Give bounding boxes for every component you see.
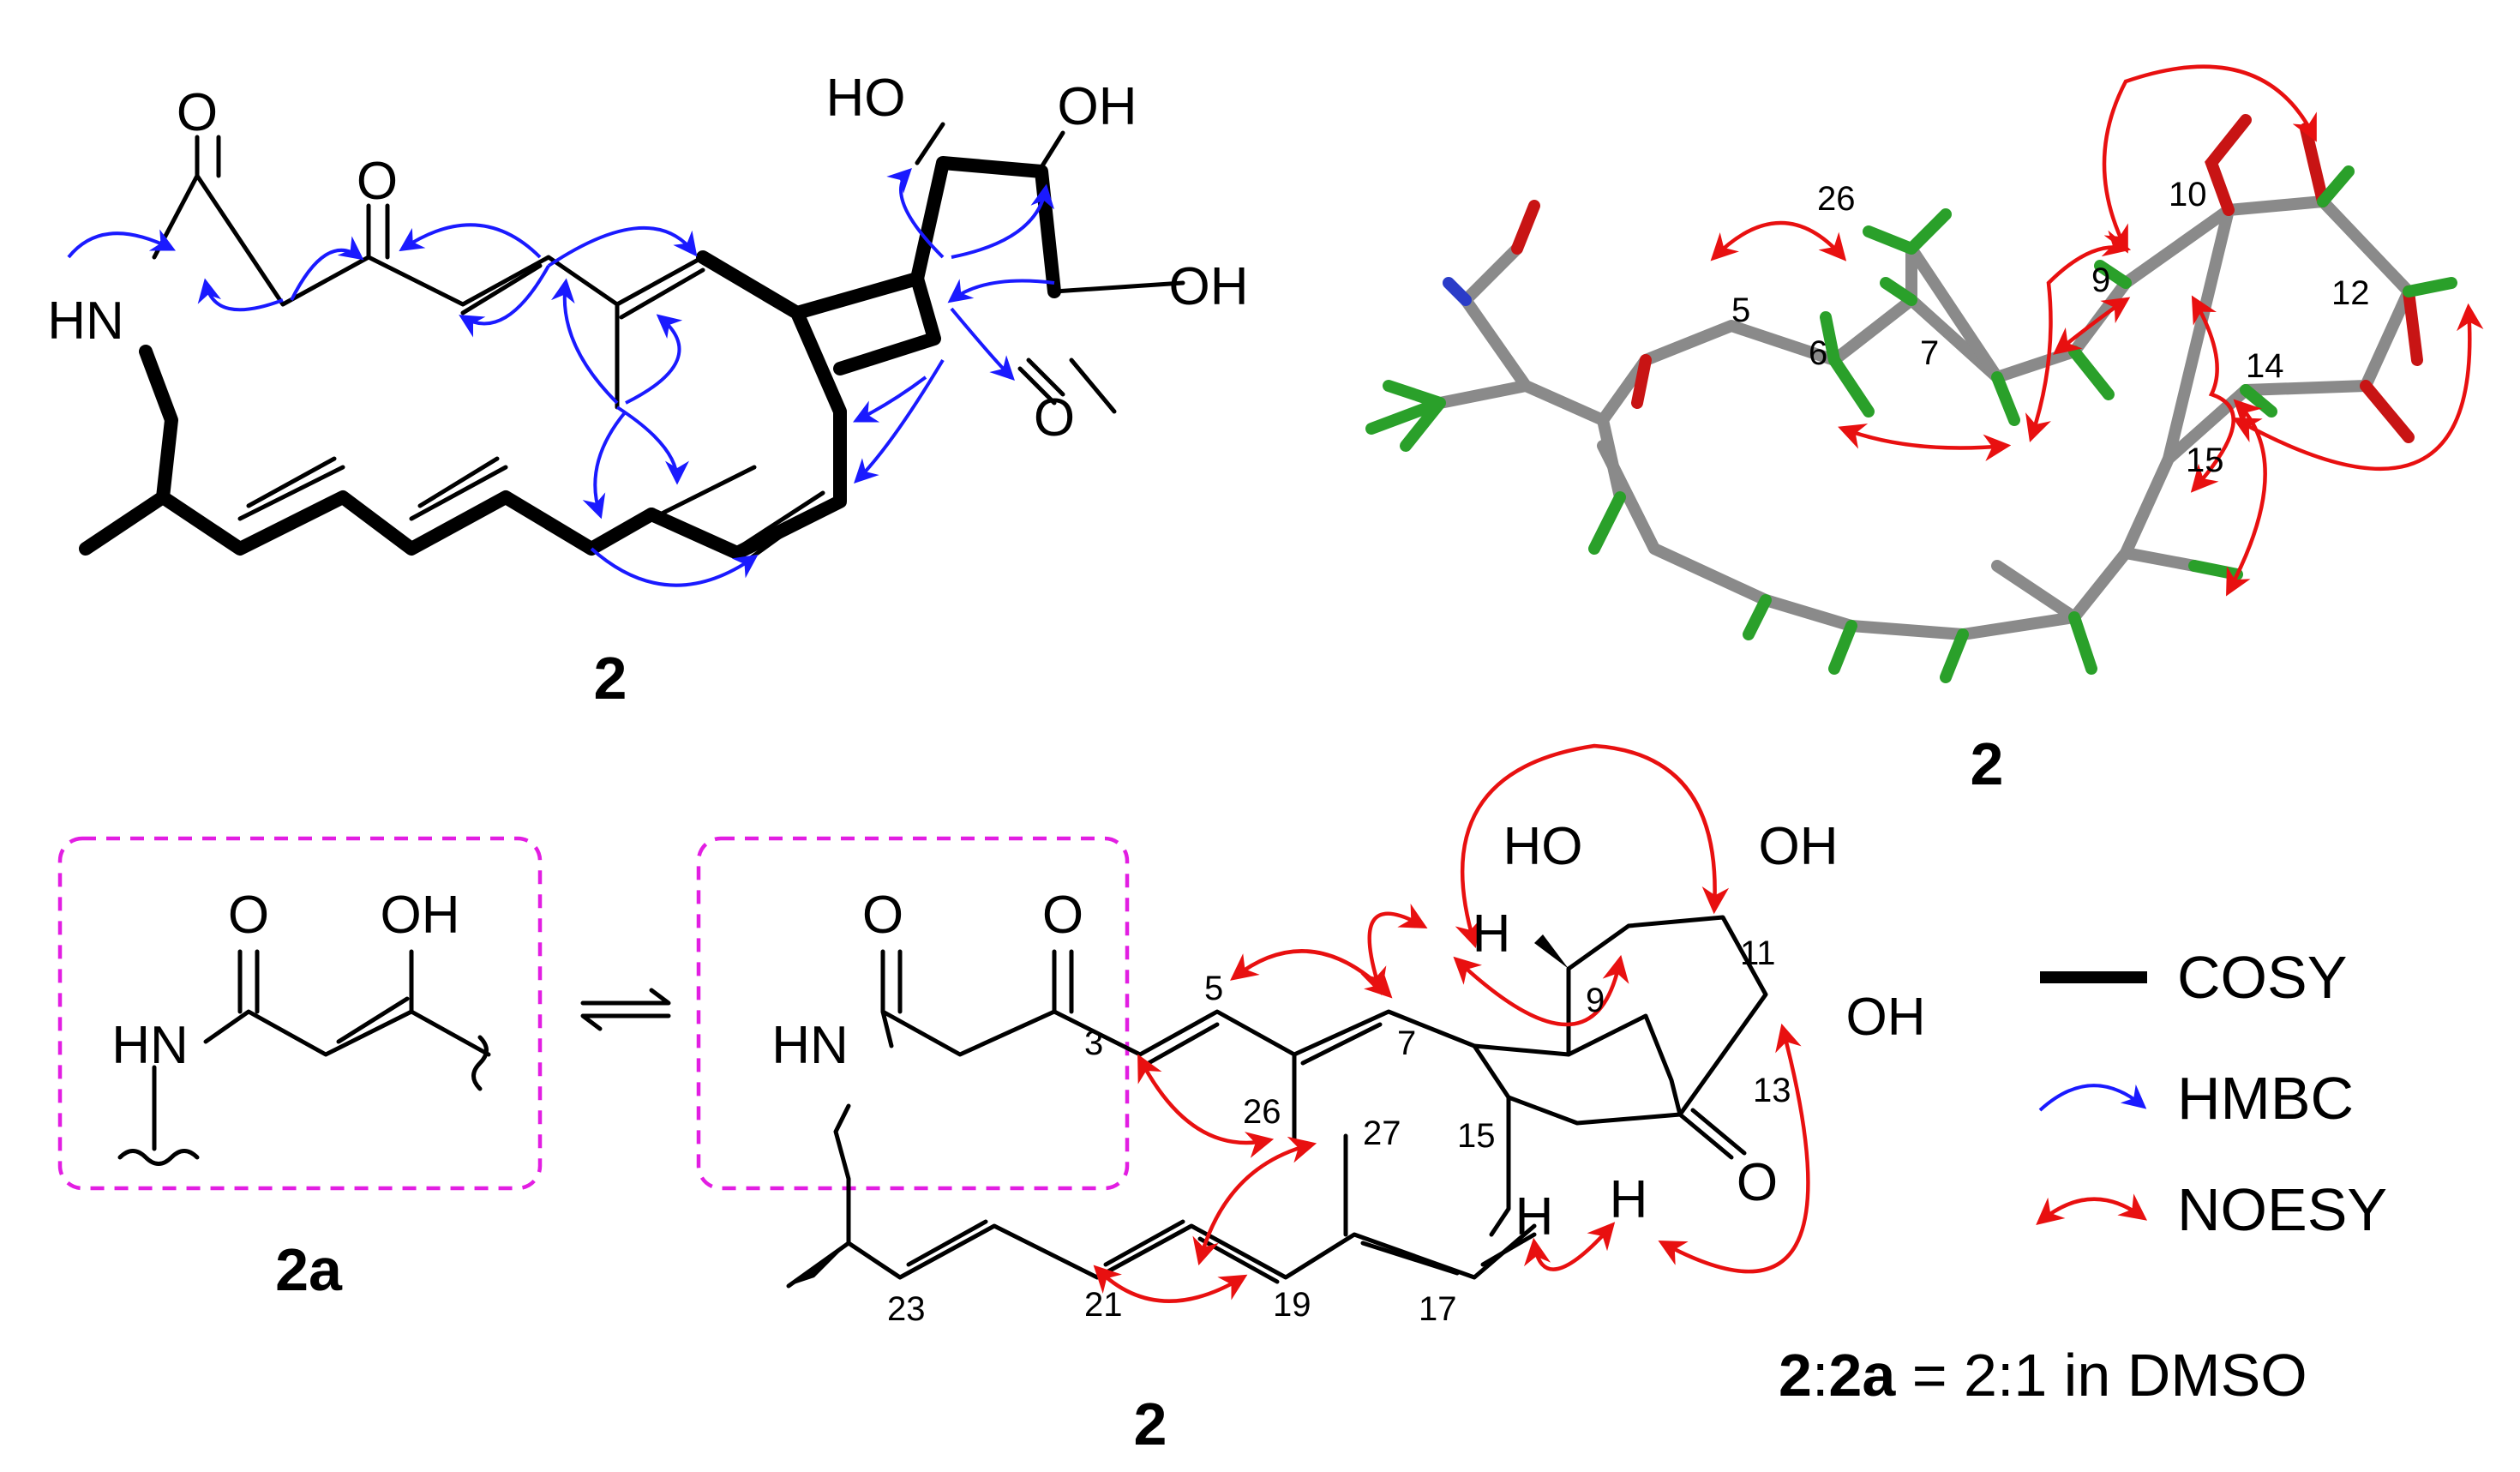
top-left-structure: O O O HN HO OH OH 2 (47, 69, 1248, 712)
o-atom: O (1042, 886, 1083, 945)
atom-number-15: 15 (2186, 442, 2224, 479)
tautomer-2a: O OH HN 2a (57, 836, 543, 1303)
atom-number-10: 10 (2169, 176, 2207, 213)
atom-number-15: 15 (1457, 1117, 1496, 1155)
legend-cosy-label: COSY (2177, 944, 2347, 1011)
tautomer-ratio-caption: 2:2a = 2:1 in DMSO (1779, 1342, 2307, 1409)
equilibrium-arrow (580, 988, 671, 1031)
o-atom: O (862, 886, 903, 945)
legend: COSY HMBC NOESY (2036, 944, 2387, 1243)
atom-number-26: 26 (1817, 180, 1856, 218)
top-right-3d-model: 26 5 6 7 9 10 12 14 15 2 (1365, 64, 2484, 797)
oh-atom: OH (1759, 817, 1839, 876)
compound-label-2: 2 (1971, 730, 2004, 797)
atom-number-9: 9 (2091, 261, 2110, 299)
atom-number-6: 6 (1809, 334, 1827, 372)
atom-number-12: 12 (2331, 274, 2370, 312)
atom-number-14: 14 (2246, 347, 2284, 385)
compound-label-2a: 2a (275, 1236, 343, 1303)
atom-number-7: 7 (1397, 1024, 1416, 1062)
atom-number-26: 26 (1243, 1093, 1281, 1131)
oh-atom: OH (1846, 988, 1926, 1047)
o-atom: O (1737, 1153, 1778, 1212)
o-atom: O (177, 83, 218, 142)
ho-atom: HO (1503, 817, 1583, 876)
legend-hmbc-label: HMBC (2177, 1065, 2354, 1132)
oh-atom: OH (1169, 257, 1249, 316)
atom-number-7: 7 (1920, 334, 1939, 372)
atom-number-23: 23 (887, 1290, 926, 1328)
hn-atom: HN (111, 1016, 189, 1075)
legend-noesy-label: NOESY (2177, 1176, 2387, 1243)
hn-atom: HN (771, 1016, 849, 1075)
oh-atom: OH (1058, 77, 1137, 136)
ho-atom: HO (826, 69, 906, 128)
atom-number-9: 9 (1586, 982, 1605, 1019)
atom-number-19: 19 (1273, 1286, 1311, 1324)
o-atom: O (228, 886, 269, 945)
compound-label-2: 2 (594, 645, 627, 712)
atom-number-27: 27 (1363, 1115, 1401, 1152)
o-atom: O (357, 152, 398, 211)
o-atom: O (1034, 388, 1075, 448)
compound-label-2: 2 (1134, 1391, 1167, 1457)
hmbc-legend-arrow (2038, 1084, 2147, 1112)
h-atom: H (1473, 904, 1511, 964)
oh-atom: OH (381, 886, 460, 945)
atom-number-17: 17 (1419, 1290, 1457, 1328)
atom-number-13: 13 (1753, 1072, 1791, 1109)
atom-number-11: 11 (1740, 934, 1776, 972)
atom-number-3: 3 (1084, 1024, 1103, 1062)
h-atom: H (1610, 1170, 1648, 1229)
atom-number-21: 21 (1084, 1286, 1123, 1324)
h-atom: H (1515, 1187, 1554, 1247)
atom-number-5: 5 (1731, 291, 1750, 329)
bottom-structure: O O HN HO OH OH O H H H 5 3 7 9 11 13 15… (696, 743, 1926, 1457)
atom-number-5: 5 (1204, 970, 1223, 1007)
hn-atom: HN (47, 291, 124, 351)
noesy-legend-arrow (2036, 1193, 2148, 1226)
